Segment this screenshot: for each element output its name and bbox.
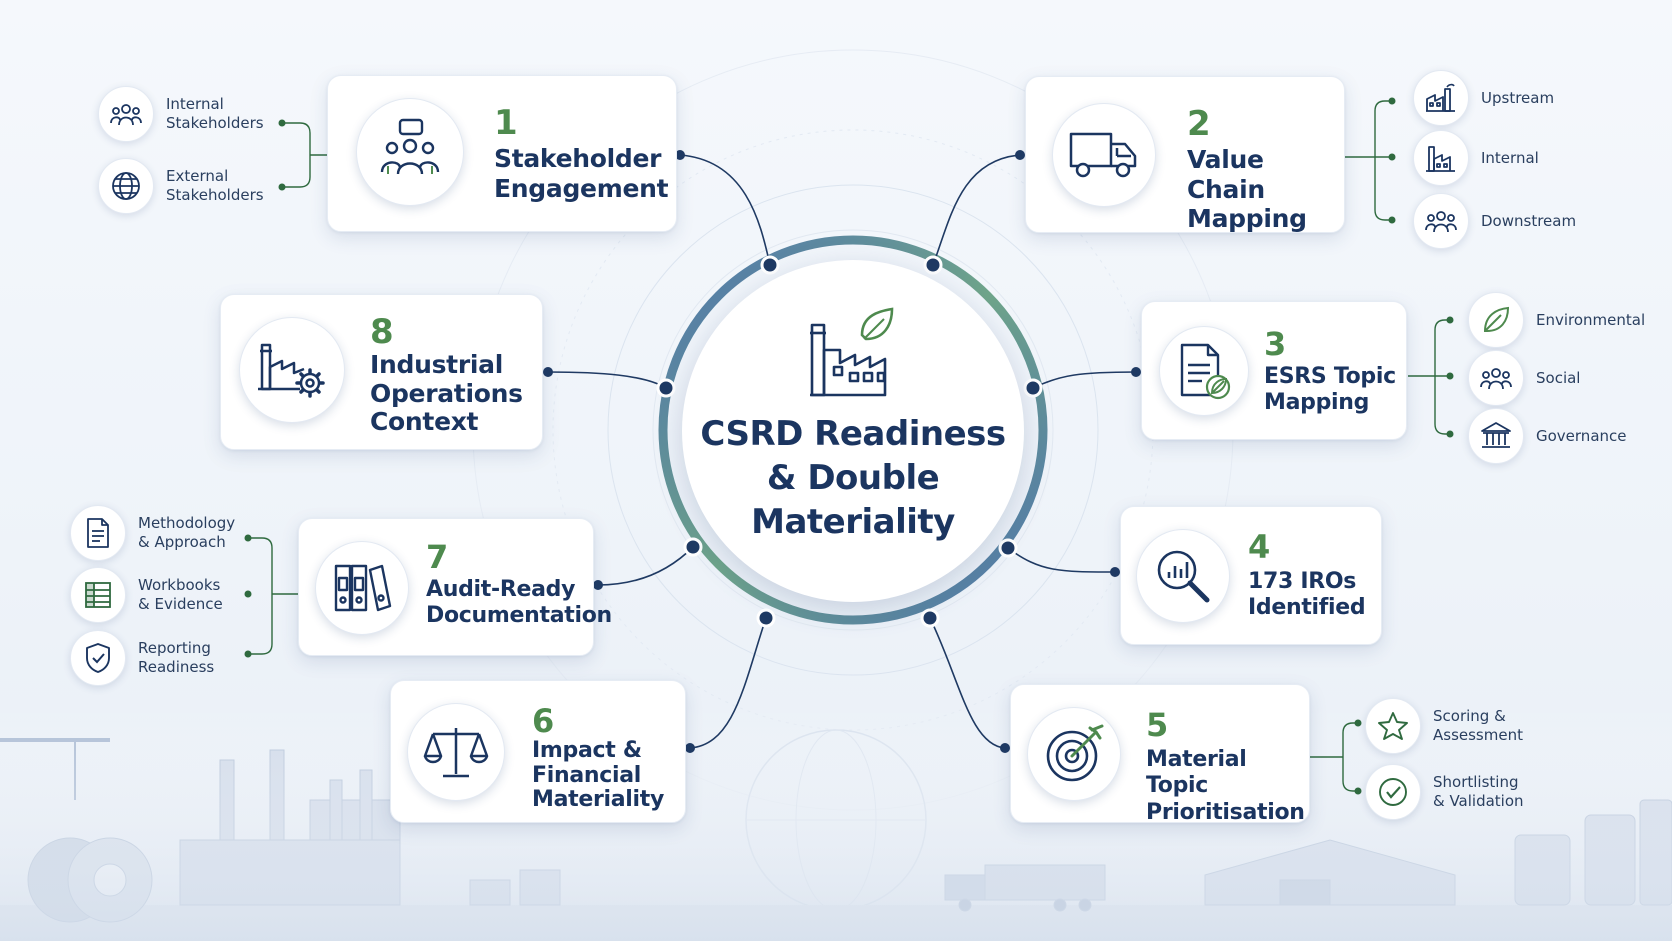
spreadsheet-icon-holder: [70, 567, 126, 623]
subitem-scoring-assessment[interactable]: Scoring & Assessment: [1365, 698, 1523, 754]
card-material-topic-prioritisation[interactable]: 5 Material Topic Prioritisation: [1010, 684, 1310, 825]
subitem-internal[interactable]: Internal: [1413, 130, 1539, 186]
check-icon: [1379, 778, 1407, 806]
card-audit-ready-documentation[interactable]: 7 Audit-Ready Documentation: [298, 518, 612, 656]
center-title: CSRD Readiness & Double Materiality: [700, 414, 1006, 543]
card-title: Impact & Financial Materiality: [532, 738, 665, 813]
subitem-label: Internal: [1481, 148, 1539, 167]
card-title: Industrial Operations Context: [370, 350, 523, 436]
shield-check-icon-holder: [70, 630, 126, 686]
people-icon-holder: [1468, 350, 1524, 406]
card-esrs-topic-mapping[interactable]: 3 ESRS Topic Mapping: [1141, 301, 1407, 440]
card-number: 1: [494, 103, 518, 143]
subitem-label: Downstream: [1481, 211, 1577, 230]
card-title: Audit-Ready Documentation: [426, 577, 612, 629]
subitem-upstream[interactable]: Upstream: [1413, 70, 1554, 126]
subitem-governance[interactable]: Governance: [1468, 408, 1627, 464]
card-number: 4: [1248, 528, 1271, 566]
factory-icon-holder: [1413, 70, 1469, 126]
subitem-shortlisting-validation[interactable]: Shortlisting & Validation: [1365, 764, 1524, 820]
factory-gear-icon-holder: [239, 317, 345, 423]
document-leaf-icon: [1180, 343, 1231, 400]
scales-icon: [423, 728, 489, 778]
binders-icon: [334, 564, 392, 612]
building-icon: [1481, 422, 1511, 448]
people-icon-holder: [1413, 193, 1469, 249]
star-icon: [1378, 712, 1408, 740]
card-title: Material Topic Prioritisation: [1146, 747, 1305, 825]
subitem-label: Upstream: [1481, 88, 1555, 107]
subitem-label: Methodology & Approach: [138, 514, 236, 551]
subitem-reporting-readiness[interactable]: Reporting Readiness: [70, 630, 214, 686]
card-number: 3: [1264, 325, 1287, 363]
document-leaf-icon-holder: [1159, 326, 1249, 416]
target-icon-holder: [1027, 707, 1121, 801]
card-industrial-operations-context[interactable]: 8 Industrial Operations Context: [220, 294, 543, 450]
factory-leaf-icon: [810, 307, 894, 397]
card-title: ESRS Topic Mapping: [1264, 364, 1396, 416]
target-icon: [1046, 724, 1104, 782]
building-icon-holder: [1468, 408, 1524, 464]
document-icon-holder: [70, 505, 126, 561]
spreadsheet-icon: [85, 582, 111, 608]
card-number: 5: [1146, 706, 1169, 744]
card-impact-financial-materiality[interactable]: 6 Impact & Financial Materiality: [390, 680, 686, 823]
plant-icon: [1426, 146, 1455, 172]
people-icon: [1425, 211, 1457, 233]
leaf-icon-holder: [1468, 292, 1524, 348]
factory-icon: [1426, 83, 1455, 112]
binders-icon-holder: [315, 541, 409, 635]
subitem-label: Governance: [1536, 426, 1627, 445]
globe-icon-holder: [98, 158, 154, 214]
subitem-label: Shortlisting & Validation: [1433, 773, 1524, 810]
card-stakeholder-engagement[interactable]: 1 Stakeholder Engagement: [327, 75, 677, 232]
subitem-label: Reporting Readiness: [138, 639, 215, 676]
card-title: 173 IROs Identified: [1248, 569, 1366, 621]
magnifier-chart-icon-holder: [1136, 529, 1230, 623]
subitem-label: Environmental: [1536, 310, 1646, 329]
star-icon-holder: [1365, 698, 1421, 754]
check-icon-holder: [1365, 764, 1421, 820]
card-number: 2: [1187, 104, 1211, 144]
card-number: 6: [532, 702, 555, 740]
subitem-workbooks-evidence[interactable]: Workbooks & Evidence: [70, 567, 223, 623]
people-icon: [110, 104, 142, 126]
people-icon-holder: [98, 86, 154, 142]
subitem-label: Workbooks & Evidence: [138, 576, 223, 613]
leaf-icon: [1483, 306, 1510, 332]
stakeholder-icon-holder: [356, 98, 464, 206]
document-icon: [87, 518, 109, 548]
subitem-environmental[interactable]: Environmental: [1468, 292, 1645, 348]
scales-icon-holder: [407, 703, 505, 801]
subitem-internal-stakeholders[interactable]: Internal Stakeholders: [98, 86, 264, 142]
subitem-downstream[interactable]: Downstream: [1413, 193, 1576, 249]
factory-gear-icon: [258, 343, 325, 398]
subitem-label: Scoring & Assessment: [1433, 707, 1523, 744]
card-173-iros-identified[interactable]: 4 173 IROs Identified: [1120, 506, 1382, 645]
truck-icon-holder: [1052, 103, 1156, 207]
stakeholder-group-icon: [380, 118, 440, 175]
card-title: Value Chain Mapping: [1187, 145, 1307, 233]
subitem-social[interactable]: Social: [1468, 350, 1580, 406]
plant-icon-holder: [1413, 130, 1469, 186]
subitem-label: Social: [1536, 368, 1581, 387]
card-title: Stakeholder Engagement: [494, 144, 669, 203]
truck-icon: [1069, 132, 1137, 178]
subitem-methodology-approach[interactable]: Methodology & Approach: [70, 505, 235, 561]
magnifier-chart-icon: [1157, 550, 1210, 603]
globe-icon: [112, 172, 140, 200]
people-icon: [1480, 368, 1512, 390]
center-circle: [682, 260, 1024, 602]
subitem-label: External Stakeholders: [166, 167, 264, 204]
subitem-label: Internal Stakeholders: [166, 95, 264, 132]
card-number: 7: [426, 538, 449, 576]
subitem-external-stakeholders[interactable]: External Stakeholders: [98, 158, 264, 214]
card-value-chain-mapping[interactable]: 2 Value Chain Mapping: [1025, 76, 1345, 233]
shield-check-icon: [86, 643, 110, 673]
card-number: 8: [370, 312, 394, 352]
